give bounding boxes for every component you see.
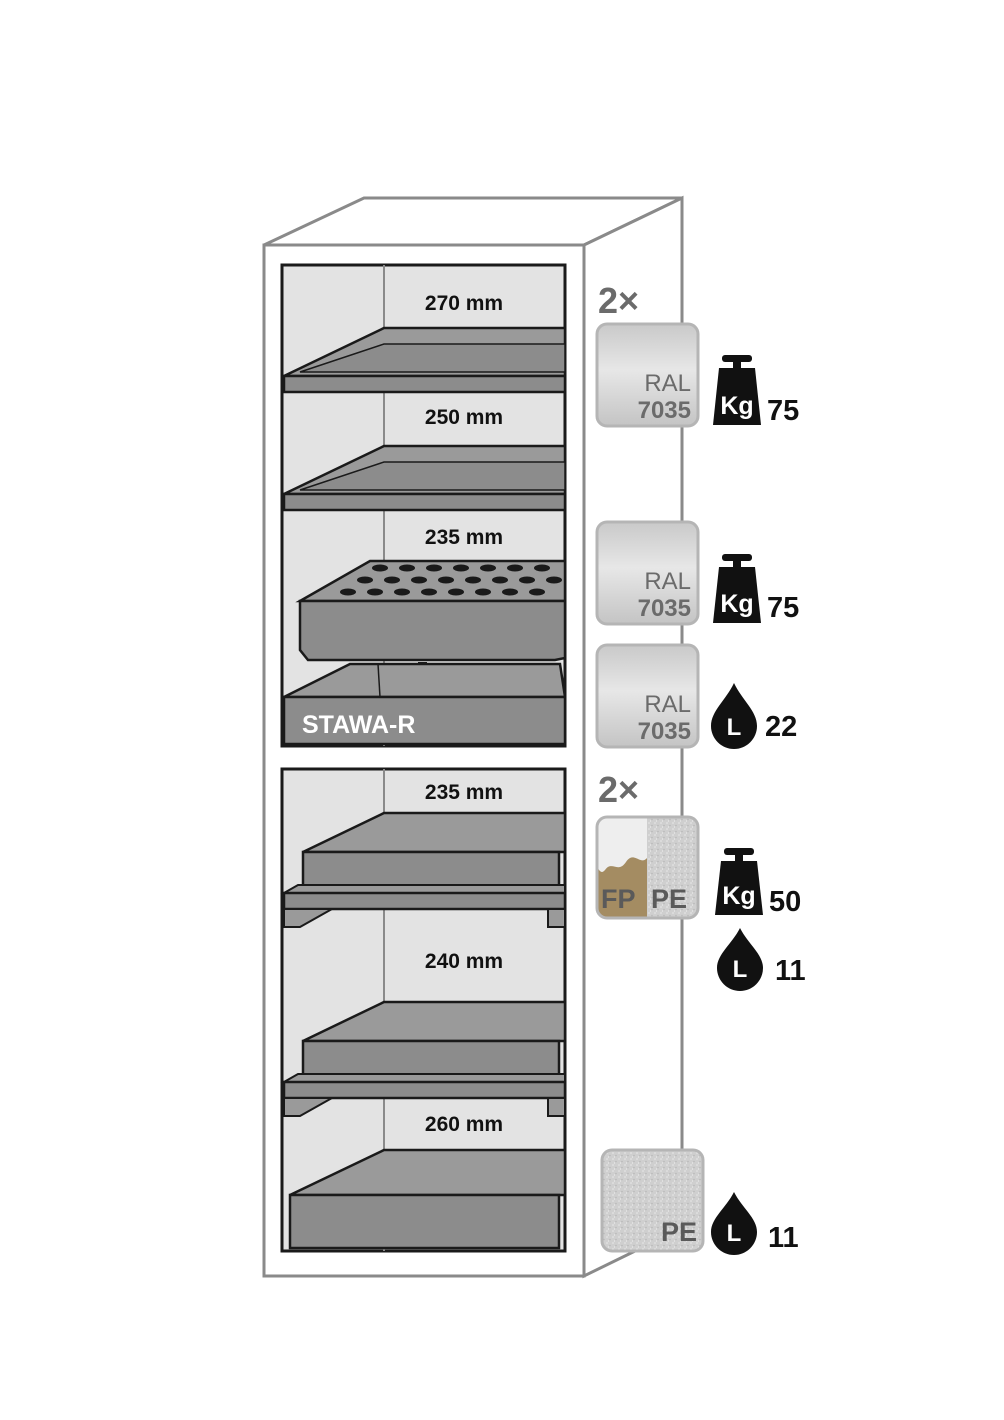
shelf — [280, 1073, 567, 1117]
svg-text:FP: FP — [601, 884, 636, 914]
liquid-drop-icon: L — [711, 1192, 757, 1255]
svg-text:L: L — [727, 714, 742, 741]
stawa-r-sump — [282, 662, 567, 746]
weight-icon: Kg — [715, 848, 763, 915]
shelf — [280, 884, 567, 928]
shelf — [282, 444, 567, 512]
ral-tile: RAL 7035 — [595, 520, 700, 626]
svg-text:RAL: RAL — [644, 568, 691, 595]
tray — [301, 1000, 567, 1079]
fp-pe-tile: FP PE — [595, 815, 700, 920]
spec-value: 75 — [767, 592, 799, 624]
svg-text:L: L — [727, 1220, 742, 1247]
tray — [301, 811, 567, 890]
height-label: 235 mm — [425, 781, 503, 804]
shelf — [282, 326, 567, 394]
svg-text:RAL: RAL — [644, 691, 691, 718]
ral-tile: RAL 7035 — [595, 643, 700, 749]
spec-value: 22 — [765, 711, 797, 743]
upper-compartment — [280, 263, 567, 748]
spec-value: 75 — [767, 395, 799, 427]
spec-value: 50 — [769, 886, 801, 918]
spec-value: 11 — [768, 1222, 799, 1254]
ral-tile: RAL 7035 — [595, 322, 700, 428]
svg-text:RAL: RAL — [644, 370, 691, 397]
weight-icon: Kg — [713, 355, 761, 425]
height-label: 270 mm — [425, 292, 503, 315]
svg-text:L: L — [733, 956, 748, 983]
height-label: 260 mm — [425, 1113, 503, 1136]
perforated-insert — [295, 559, 567, 662]
height-label: 240 mm — [425, 950, 503, 973]
weight-icon: Kg — [713, 554, 761, 623]
height-label: 235 mm — [425, 526, 503, 549]
svg-text:PE: PE — [651, 884, 687, 914]
spec-value: 11 — [775, 955, 806, 987]
svg-text:7035: 7035 — [638, 397, 691, 424]
svg-text:Kg: Kg — [720, 392, 753, 420]
quantity-mark: 2× — [598, 769, 639, 810]
lower-compartment — [280, 767, 567, 1253]
svg-text:7035: 7035 — [638, 718, 691, 745]
quantity-mark: 2× — [598, 280, 639, 321]
liquid-drop-icon: L — [711, 683, 757, 749]
svg-text:Kg: Kg — [722, 882, 755, 910]
floor-sump — [288, 1148, 567, 1250]
perforation-holes — [340, 564, 562, 596]
pe-tile: PE — [600, 1148, 705, 1253]
svg-text:Kg: Kg — [720, 590, 753, 618]
svg-text:PE: PE — [661, 1217, 697, 1247]
svg-text:7035: 7035 — [638, 595, 691, 622]
height-label: 250 mm — [425, 406, 503, 429]
liquid-drop-icon: L — [717, 928, 763, 991]
stawa-r-label: STAWA-R — [302, 711, 415, 739]
